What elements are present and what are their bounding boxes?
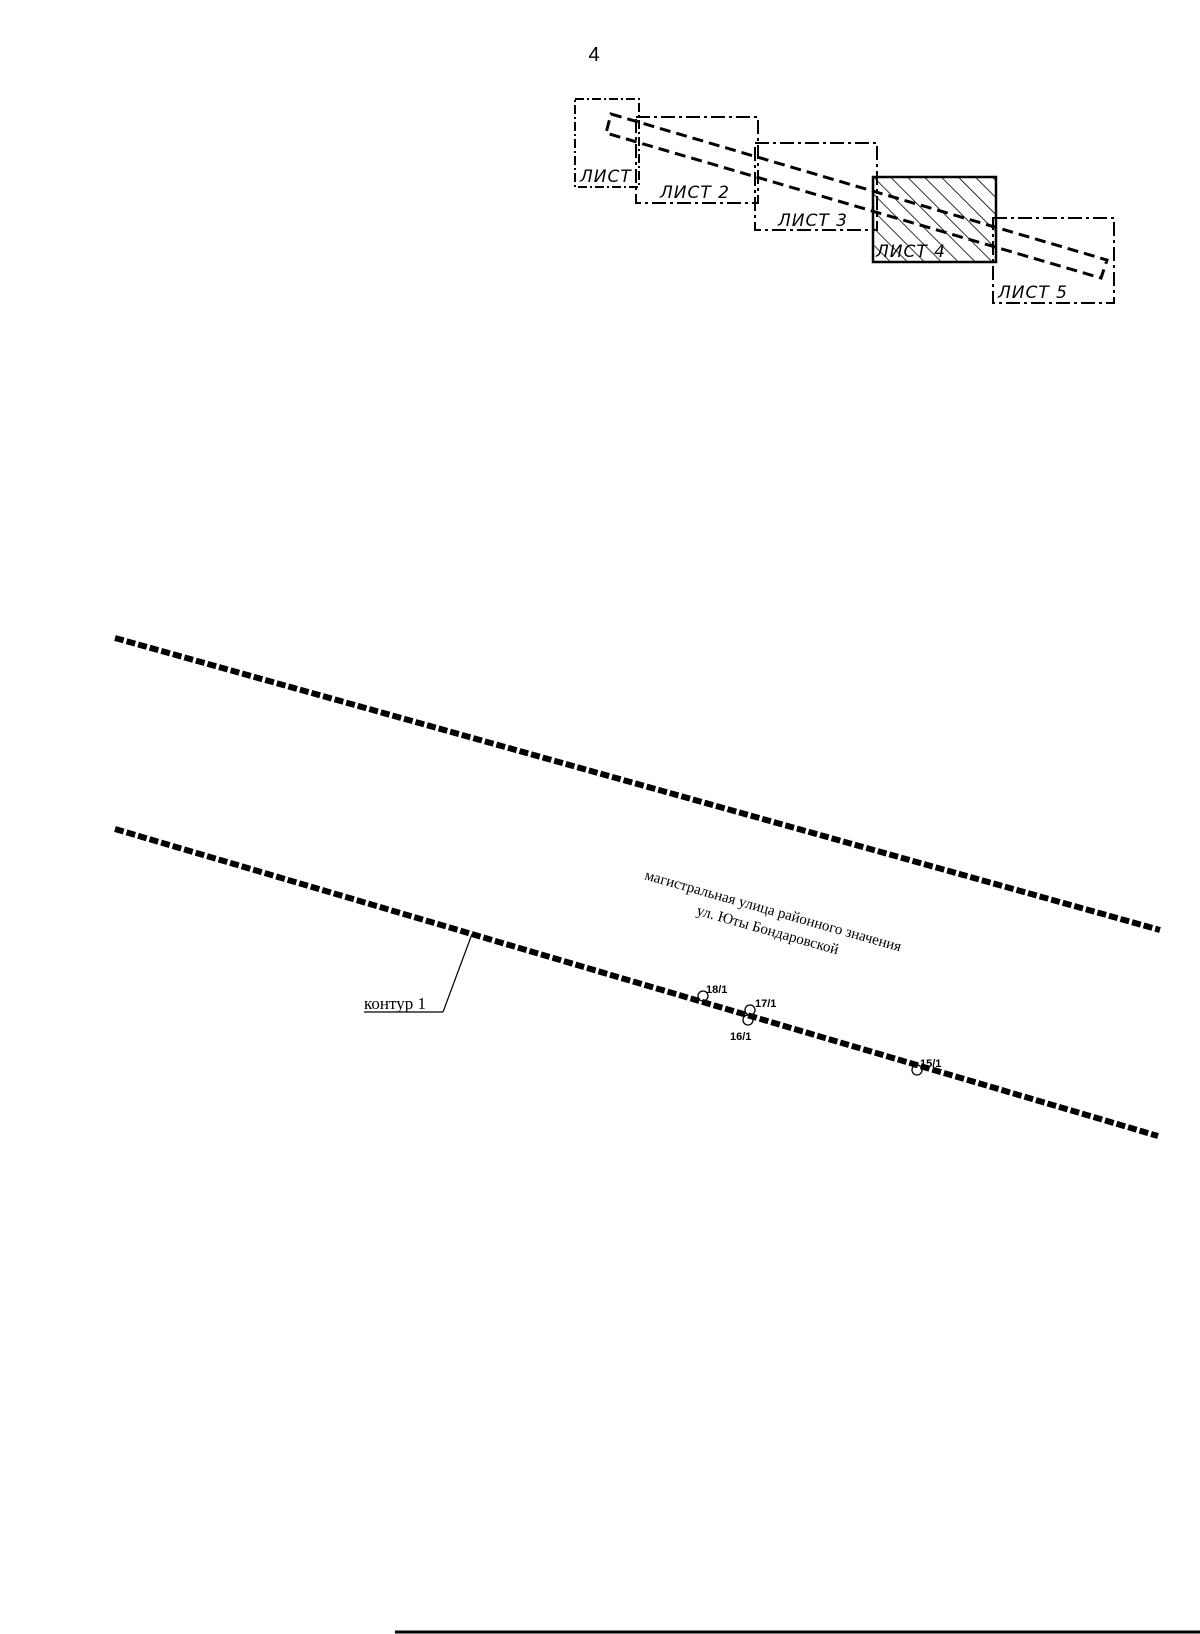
sheet-1-frame: ЛИСТ [574,98,640,188]
sheet-index-map: ЛИСТ ЛИСТ 2 ЛИСТ 3 ЛИСТ 4 ЛИСТ 5 [574,98,1115,304]
sheet-5-label: ЛИСТ 5 [997,283,1068,303]
contour-leader-line [442,933,473,1013]
sheet-4-label: ЛИСТ 4 [875,242,946,262]
point-label: 16/1 [730,1031,751,1043]
point-18-1: 18/1 [697,984,727,1002]
sheet-2-label: ЛИСТ 2 [659,183,730,203]
street-corridor-outline [604,112,1109,280]
boundary-points: 18/1 17/1 16/1 15/1 [697,984,941,1076]
sheet-4-frame-current: ЛИСТ 4 [871,175,998,264]
contour-label: контур 1 [364,994,426,1013]
street-boundaries [114,635,1161,1139]
sheet-5-frame: ЛИСТ 5 [992,217,1115,304]
street-boundary-north [114,635,1161,933]
contour-boundary-line [114,826,1159,1139]
point-label: 15/1 [920,1058,941,1070]
point-17-1: 17/1 [744,998,776,1016]
point-16-1: 16/1 [730,1014,754,1043]
street-name: магистральная улица районного значения у… [643,868,903,959]
contour-annotation: контур 1 [364,933,473,1013]
sheet-2-frame: ЛИСТ 2 [635,116,759,204]
point-15-1: 15/1 [911,1058,941,1076]
sheet-3-label: ЛИСТ 3 [777,211,848,231]
page-number: 4 [588,44,599,66]
sheet-3-frame: ЛИСТ 3 [754,142,878,231]
sheet-1-label: ЛИСТ [579,167,632,187]
street-type-label: магистральная улица районного значения [643,868,903,956]
point-label: 18/1 [706,984,727,996]
point-label: 17/1 [755,998,776,1010]
